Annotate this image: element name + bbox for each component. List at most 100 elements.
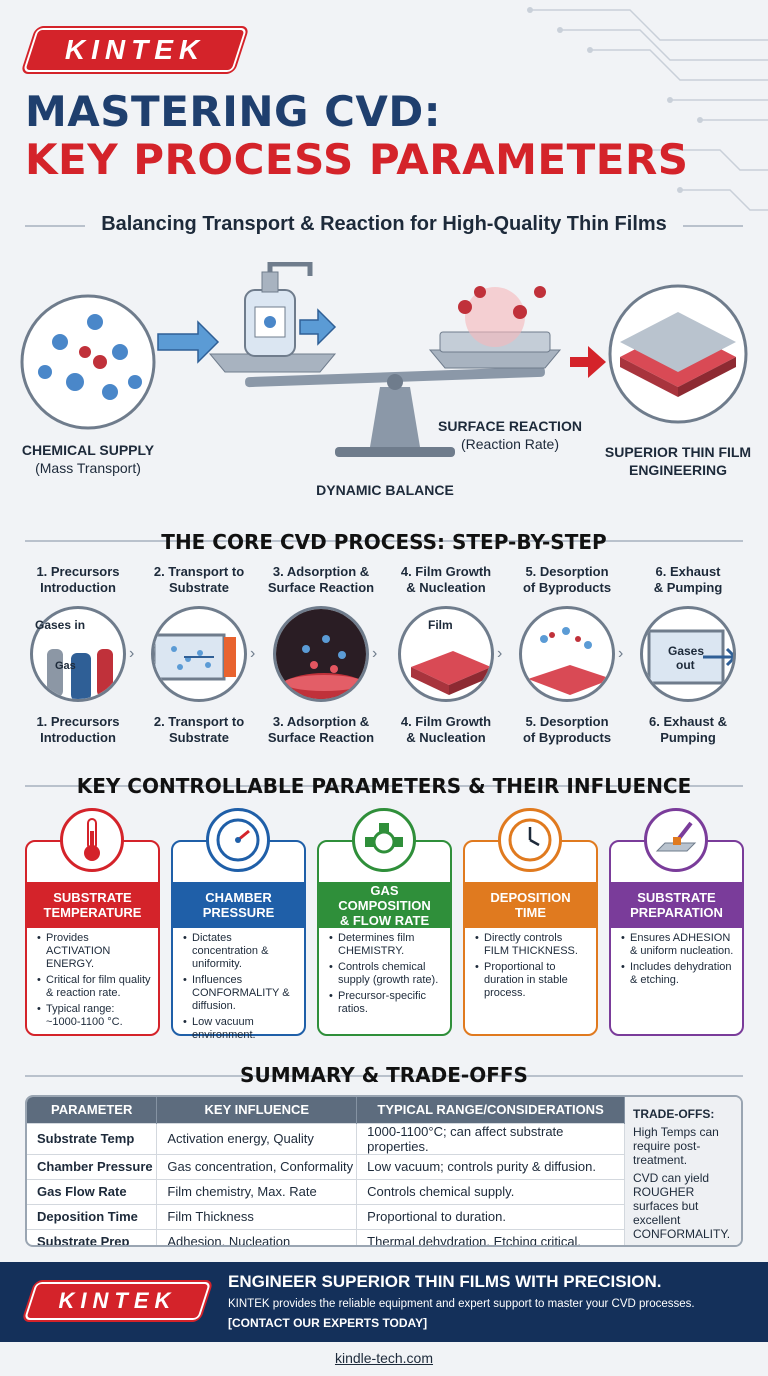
step-label-line: & Pumping bbox=[653, 580, 723, 595]
substrate-brush-icon bbox=[644, 808, 708, 872]
page-subtitle: Balancing Transport & Reaction for High-… bbox=[101, 213, 667, 235]
step-arrow-icon: › bbox=[129, 645, 135, 662]
thin-film-label-1: SUPERIOR THIN FILM bbox=[604, 444, 752, 460]
page-title-line1: MASTERING CVD: bbox=[25, 87, 442, 136]
step-label-line: 6. Exhaust & bbox=[648, 714, 728, 729]
section-divider bbox=[25, 785, 743, 787]
reaction-rate-label: (Reaction Rate) bbox=[460, 436, 560, 452]
param-bullet: Provides ACTIVATION ENERGY. bbox=[37, 932, 152, 971]
params-section-title: KEY CONTROLLABLE PARAMETERS & THEIR INFL… bbox=[76, 774, 692, 798]
step-label-line: 3. Adsorption & bbox=[272, 564, 370, 579]
gases-out-text: Gases bbox=[668, 644, 705, 658]
process-section-title: THE CORE CVD PROCESS: STEP-BY-STEP bbox=[161, 530, 607, 554]
divider bbox=[683, 225, 743, 227]
col-typical-range: TYPICAL RANGE/CONSIDERATIONS bbox=[356, 1097, 625, 1123]
table-cell: Activation energy, Quality bbox=[156, 1122, 358, 1154]
tradeoffs-title: TRADE-OFFS: bbox=[633, 1107, 715, 1121]
step-label-line: 2. Transport to bbox=[153, 564, 245, 579]
step-label-line: 3. Adsorption & bbox=[272, 714, 370, 729]
param-bullet: Controls chemical supply (growth rate). bbox=[329, 961, 444, 987]
summary-table: PARAMETER KEY INFLUENCE TYPICAL RANGE/CO… bbox=[25, 1095, 743, 1247]
footer-banner: KINTEK ENGINEER SUPERIOR THIN FILMS WITH… bbox=[0, 1262, 768, 1342]
step-label-line: 5. Desorption bbox=[525, 714, 609, 729]
table-cell: Film Thickness bbox=[156, 1203, 358, 1229]
logo-text: KINTEK bbox=[64, 34, 206, 65]
step-label-line: of Byproducts bbox=[522, 580, 612, 595]
table-cell: Gas Flow Rate bbox=[27, 1178, 158, 1204]
table-cell: Substrate Prep bbox=[27, 1228, 158, 1245]
param-card-title: DEPOSITION bbox=[490, 890, 571, 905]
step-label-line: Introduction bbox=[40, 580, 116, 595]
gases-out-text: out bbox=[676, 658, 695, 672]
table-cell: Substrate Temp bbox=[27, 1122, 158, 1154]
step-label-line: 4. Film Growth bbox=[400, 714, 492, 729]
table-cell: Film chemistry, Max. Rate bbox=[156, 1178, 358, 1204]
step-circle-3 bbox=[273, 606, 369, 702]
param-card-bullets: Directly controls FILM THICKNESS.Proport… bbox=[475, 932, 590, 1003]
param-card-header: GAS COMPOSITION& FLOW RATE bbox=[319, 882, 450, 928]
param-card-title: PRESSURE bbox=[202, 905, 275, 920]
film-text: Film bbox=[428, 618, 453, 632]
table-cell: Deposition Time bbox=[27, 1203, 158, 1229]
param-card: DEPOSITIONTIMEDirectly controls FILM THI… bbox=[463, 840, 598, 1036]
step-label-line: 1. Precursors bbox=[36, 714, 120, 729]
param-card-title: SUBSTRATE bbox=[53, 890, 132, 905]
flow-valve-icon bbox=[352, 808, 416, 872]
clock-icon bbox=[498, 808, 562, 872]
table-cell: Gas concentration, Conformality bbox=[156, 1153, 358, 1179]
gas-text: Gas bbox=[55, 660, 76, 672]
step-circle-2 bbox=[151, 606, 247, 702]
col-parameter: PARAMETER bbox=[27, 1097, 158, 1123]
step-circle-1 bbox=[30, 606, 126, 702]
param-bullet: Influences CONFORMALITY & diffusion. bbox=[183, 974, 298, 1013]
param-card-title: TIME bbox=[514, 905, 547, 920]
footer-headline: ENGINEER SUPERIOR THIN FILMS WITH PRECIS… bbox=[228, 1272, 662, 1291]
step-label-3: 3. Adsorption &Surface Reaction bbox=[259, 564, 383, 596]
divider bbox=[25, 225, 85, 227]
step-label-line: 4. Film Growth bbox=[400, 564, 492, 579]
page-title-line2: KEY PROCESS PARAMETERS bbox=[25, 135, 689, 184]
logo-text: KINTEK bbox=[58, 1288, 177, 1313]
contact-link[interactable]: [CONTACT OUR EXPERTS TODAY] bbox=[228, 1316, 428, 1330]
param-bullet: Determines film CHEMISTRY. bbox=[329, 932, 444, 958]
kintek-logo: KINTEK bbox=[23, 1282, 212, 1320]
step-arrow-icon: › bbox=[618, 645, 624, 662]
section-divider bbox=[25, 1075, 743, 1077]
step-circle-6 bbox=[640, 606, 736, 702]
chemical-supply-label: CHEMICAL SUPPLY bbox=[21, 442, 155, 458]
param-card-title: SUBSTRATE bbox=[637, 890, 716, 905]
step-label-line: Substrate bbox=[169, 580, 229, 595]
step-label-6: 6. Exhaust &Pumping bbox=[626, 714, 750, 746]
step-label-4: 4. Film Growth& Nucleation bbox=[384, 564, 508, 596]
step-label-6: 6. Exhaust& Pumping bbox=[626, 564, 750, 596]
tradeoffs-panel: TRADE-OFFS: High Temps can require post-… bbox=[625, 1097, 741, 1245]
step-label-4: 4. Film Growth& Nucleation bbox=[384, 714, 508, 746]
step-label-line: Introduction bbox=[40, 730, 116, 745]
step-label-3: 3. Adsorption &Surface Reaction bbox=[259, 714, 383, 746]
param-card-bullets: Provides ACTIVATION ENERGY.Critical for … bbox=[37, 932, 152, 1032]
step-arrow-icon: › bbox=[372, 645, 378, 662]
tradeoff-item: High Temps can require post-treatment. bbox=[633, 1125, 719, 1167]
molecules-circle bbox=[20, 294, 156, 430]
thermometer-icon bbox=[60, 808, 124, 872]
step-circle-4 bbox=[398, 606, 494, 702]
table-cell: Thermal dehydration, Etching critical. bbox=[356, 1228, 625, 1245]
param-bullet: Dictates concentration & uniformity. bbox=[183, 932, 298, 971]
website-link[interactable]: kindle-tech.com bbox=[334, 1350, 434, 1366]
param-card-title: & FLOW RATE bbox=[339, 912, 430, 928]
param-card-title: PREPARATION bbox=[630, 905, 723, 920]
param-card-bullets: Dictates concentration & uniformity.Infl… bbox=[183, 932, 298, 1045]
dynamic-balance-label: DYNAMIC BALANCE bbox=[316, 482, 454, 498]
summary-section-title: SUMMARY & TRADE-OFFS bbox=[240, 1063, 528, 1087]
param-card-title: TEMPERATURE bbox=[43, 905, 142, 920]
